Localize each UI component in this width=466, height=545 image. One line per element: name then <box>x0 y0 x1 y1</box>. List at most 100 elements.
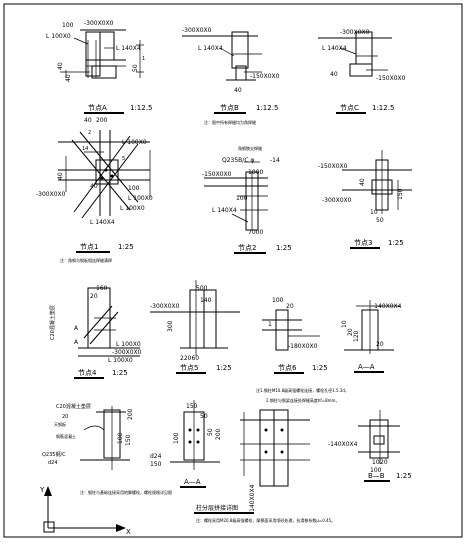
base-detail: C20混凝土垫层 20 天钢板 钢筋混凝土 Q235钢/C d24 200 15… <box>42 403 172 495</box>
detail-c-label-plate2: -150X0X0 <box>376 75 406 82</box>
detail-5-label-300: 300 <box>167 320 174 332</box>
aa-bottom-title: A—A <box>184 478 201 486</box>
detail-2-label-weld: 角钢肢尖焊缝 <box>238 145 262 151</box>
detail-b-label-plate2: -150X0X0 <box>250 73 280 80</box>
aa-top-label-20a: 20 <box>347 328 354 336</box>
detail-c: -300X0X0 L 140X4 40 -150X0X0 节点C 1:12.5 <box>318 29 406 114</box>
detail-4-label-plate: -300X0X0 <box>112 349 142 356</box>
base-label-150: 150 <box>125 434 132 446</box>
detail-3-label-plate: -150X0X0 <box>318 163 348 170</box>
detail-1-label-5: 5 <box>122 156 125 162</box>
detail-2-label-100: 100 <box>236 195 248 202</box>
detail-4-label-a2: A <box>74 339 79 346</box>
detail-4-label-20: 20 <box>90 293 98 300</box>
detail-c-label-plate: -300X0X0 <box>340 29 370 36</box>
base-note: 注：钢柱与基础连接采用地脚螺栓，螺栓规格详见图 <box>80 489 172 495</box>
detail-3: -150X0X0 40 -300X0X0 10 150 50 节点3 1:25 <box>318 150 412 249</box>
detail-a-label-100: 100 <box>62 22 74 29</box>
base-label-100: 100 <box>117 432 124 444</box>
detail-5-scale: 1:25 <box>216 364 232 372</box>
detail-5-label-plate: -300X0X0 <box>150 303 180 310</box>
detail-5-title: 节点5 <box>180 364 198 372</box>
detail-6-label-20: 20 <box>286 303 294 310</box>
detail-4-label-angle2: L 100X0 <box>108 357 133 364</box>
detail-4-label-a1: A <box>74 325 79 332</box>
detail-4-label-concrete: C20混凝土垫层 <box>49 305 56 340</box>
detail-2-label-1000: 1000 <box>248 169 263 176</box>
detail-1-title: 节点1 <box>80 243 98 251</box>
base-label-steel: Q235钢/C <box>42 451 66 458</box>
aa-top-label-120: 120 <box>353 330 360 342</box>
ucs-axis-icon: Y X <box>39 486 131 536</box>
detail-2-label-7000: 7000 <box>248 229 263 236</box>
aa-bottom-label-100: 100 <box>173 432 180 444</box>
detail-3-label-40: 40 <box>359 178 366 186</box>
detail-c-label-40: 40 <box>330 71 338 78</box>
detail-4-label-angle: L 100X0 <box>116 341 141 348</box>
detail-a: 100 -300X0X0 L 100X0 L 140X4 1 40 40 50 … <box>46 20 152 114</box>
bb-label-10: 10 <box>372 459 380 466</box>
detail-3-label-10: 10 <box>370 209 378 216</box>
detail-a-label-50: 50 <box>132 64 139 72</box>
aa-top-title: A—A <box>358 363 375 371</box>
detail-1-label-40: 40 <box>84 117 92 124</box>
section-bb: -140X0X4 10 20 100 B—B 1:25 <box>328 410 412 482</box>
aa-top-label-plate: -140X0X4 <box>372 303 402 310</box>
base-label-200: 200 <box>127 408 134 420</box>
detail-a-label-plate: -300X0X0 <box>84 20 114 27</box>
detail-b-label-40: 40 <box>234 87 242 94</box>
detail-c-label-angle: L 140X4 <box>322 45 347 52</box>
detail-5-label-140: 140 <box>200 297 212 304</box>
detail-3-label-150: 150 <box>397 188 404 200</box>
detail-a-label-40a: 40 <box>57 62 64 70</box>
detail-6-label-plate: -180X0X0 <box>288 343 318 350</box>
detail-a-label-1: 1 <box>142 56 145 62</box>
detail-5-label-500: 500 <box>196 285 208 292</box>
detail-2-scale: 1:25 <box>276 244 292 252</box>
detail-5-label-22060: 22060 <box>180 355 199 362</box>
detail-2-title: 节点2 <box>238 244 256 252</box>
detail-1-label-200: 200 <box>96 117 108 124</box>
section-aa-bottom: 150 50 100 50 200 d24 150 A—A <box>150 400 222 488</box>
detail-1-label-angle-r: L 100X0 <box>128 195 153 202</box>
bb-scale: 1:25 <box>396 472 412 480</box>
detail-1-scale: 1:25 <box>118 243 134 251</box>
detail-c-scale: 1:12.5 <box>372 104 394 112</box>
detail-b-label-plate: -300X0X0 <box>182 27 212 34</box>
detail-2-label-plate: -150X0X0 <box>202 171 232 178</box>
splice-title: 柱分层拼接详图 <box>196 504 238 512</box>
detail-1-label-angle-top: L 100X0 <box>122 139 147 146</box>
detail-4-scale: 1:25 <box>112 369 128 377</box>
section-aa-top: -140X0X4 10 20 120 20 A—A <box>341 300 402 373</box>
detail-a-label-angle1: L 100X0 <box>46 33 71 40</box>
detail-b-label-angle: L 140X4 <box>198 45 223 52</box>
bb-label-100: 100 <box>370 467 382 474</box>
detail-b: -300X0X0 L 140X4 40 -150X0X0 节点B 1:12.5 … <box>182 27 280 125</box>
detail-2: 角钢肢尖焊缝 Q235B/C φ -14 -150X0X0 1000 100 L… <box>202 145 292 254</box>
base-label-d24: d24 <box>48 460 58 466</box>
detail-6-label-100: 100 <box>272 297 284 304</box>
aa-top-label-20b: 20 <box>376 341 384 348</box>
detail-5: 500 140 -300X0X0 300 22060 节点5 1:25 <box>150 280 240 374</box>
detail-6: 100 20 1 -180X0X0 节点6 1:25 <box>262 297 328 374</box>
base-label-concrete: C20混凝土垫层 <box>56 403 91 410</box>
sheet-border <box>3 3 463 538</box>
detail-6-title: 节点6 <box>278 364 297 372</box>
detail-1-label-40c: 40 <box>90 183 98 190</box>
detail-1-note: 注：角钢与钢板相连焊缝满焊 <box>60 257 112 263</box>
detail-6-label-1: 1 <box>268 321 272 328</box>
splice-footer: 注：螺栓采用M20.8级高强螺栓，摩擦面采用喷砂处理，抗滑移系数μ=0.45。 <box>196 517 335 523</box>
splice-note-1: 注1.钢柱M10.8级高强螺栓连接，螺栓孔径1.5.3d。 <box>256 387 349 393</box>
detail-4-title: 节点4 <box>78 369 97 377</box>
base-label-rc: 钢筋混凝土 <box>56 433 76 439</box>
aa-bottom-label-50b: 50 <box>207 428 214 436</box>
base-label-plate: 天钢板 <box>54 421 66 427</box>
detail-3-title: 节点3 <box>354 239 372 247</box>
detail-3-label-plate2: -300X0X0 <box>322 197 352 204</box>
splice-note-2: 2.钢柱与钢梁连接处焊缝高度hf=8mm。 <box>266 397 339 403</box>
detail-3-scale: 1:25 <box>388 239 404 247</box>
detail-1: 40 200 L 100X0 2 14 5 40 40 -300X0X0 100… <box>36 117 153 263</box>
detail-a-label-angle2: L 140X4 <box>116 45 141 52</box>
bb-label-20: 20 <box>380 459 388 466</box>
